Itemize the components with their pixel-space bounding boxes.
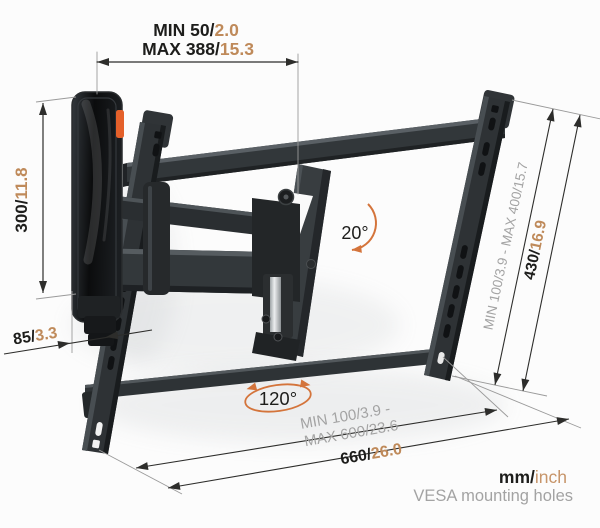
right-rail-edge-light [424, 96, 489, 376]
annotation-tilt: 20° [341, 203, 377, 253]
right-rail-body [424, 96, 510, 381]
dimension-wall-distance: 85/3.3 [3, 291, 153, 355]
dimension-line [521, 114, 582, 392]
rail-hole [107, 356, 115, 370]
arm-elbow-highlight [148, 186, 152, 291]
foot-screw [273, 332, 283, 342]
rail-hole [152, 143, 160, 157]
upper-crossbar [123, 116, 505, 187]
wall-plate-lower-hinge [78, 296, 120, 318]
label-caption: VESA mounting holes [413, 487, 573, 505]
upper-crossbar-endcap [123, 163, 127, 187]
rail-hole [478, 162, 486, 176]
brand-emboss [306, 259, 316, 269]
rail-hole [460, 245, 468, 259]
label-top-max: MAX 388/15.3 [142, 39, 254, 59]
label-tilt-angle: 20° [341, 223, 368, 243]
label-left-height: 300/11.8 [12, 167, 31, 232]
dimension-left-height: 300/11.8 [12, 96, 77, 300]
arm-upper-highlight [100, 194, 266, 218]
label-top-min: MIN 50/2.0 [153, 20, 239, 40]
bracket-foot [252, 332, 300, 361]
upper-crossbar-highlight [127, 116, 505, 167]
dimension-line [167, 417, 570, 490]
arm-lower-link [86, 248, 270, 294]
foot-screw [261, 314, 271, 324]
lower-crossbar-face [85, 348, 443, 400]
arm-lower-highlight [86, 248, 270, 257]
wall-plate-gloss-streak [81, 99, 102, 265]
gas-strut [270, 277, 281, 332]
rail-hole [443, 324, 451, 338]
tv-mount [71, 89, 515, 454]
rail-hole [482, 142, 490, 156]
rail-hole [95, 422, 103, 436]
rail-hole [92, 439, 100, 449]
label-bottom-width: 660/26.0 [339, 441, 403, 469]
rail-hole [437, 352, 445, 364]
wall-plate-lower-hinge2 [84, 316, 116, 334]
extension-line [35, 293, 77, 300]
label-right-height: 430/16.9 [521, 218, 550, 281]
extension-line [442, 356, 509, 418]
lower-crossbar-highlight [85, 348, 443, 388]
legend: mm/inch VESA mounting holes [413, 467, 573, 505]
rail-hole [452, 285, 460, 299]
bracket-pivot-screw-center [283, 194, 289, 200]
arm-elbow-hinge [143, 182, 170, 295]
rail-hole [447, 304, 455, 318]
tilt-arrow-icon [351, 203, 377, 253]
swivel-arm [86, 182, 300, 361]
extension-line [35, 96, 77, 103]
label-wall-distance: 85/3.3 [12, 325, 59, 349]
rail-hole [456, 265, 464, 279]
upper-crossbar-face [127, 116, 505, 186]
rail-hole [491, 105, 499, 113]
orange-strap-clip [116, 110, 124, 138]
extension-line [511, 99, 600, 120]
wall-plate-gloss-streak [102, 108, 112, 242]
arm-upper-link [100, 194, 266, 236]
dimension-line [3, 329, 153, 355]
rail-hole [154, 131, 162, 139]
upper-crossbar-shade [127, 134, 505, 186]
wall-plate [71, 91, 124, 346]
label-swivel-angle: 120° [259, 388, 297, 409]
label-units: mm/inch [499, 467, 567, 487]
dimension-top-width: MIN 50/2.0 MAX 388/15.3 [96, 20, 299, 195]
arm-lower-shade [86, 284, 270, 294]
